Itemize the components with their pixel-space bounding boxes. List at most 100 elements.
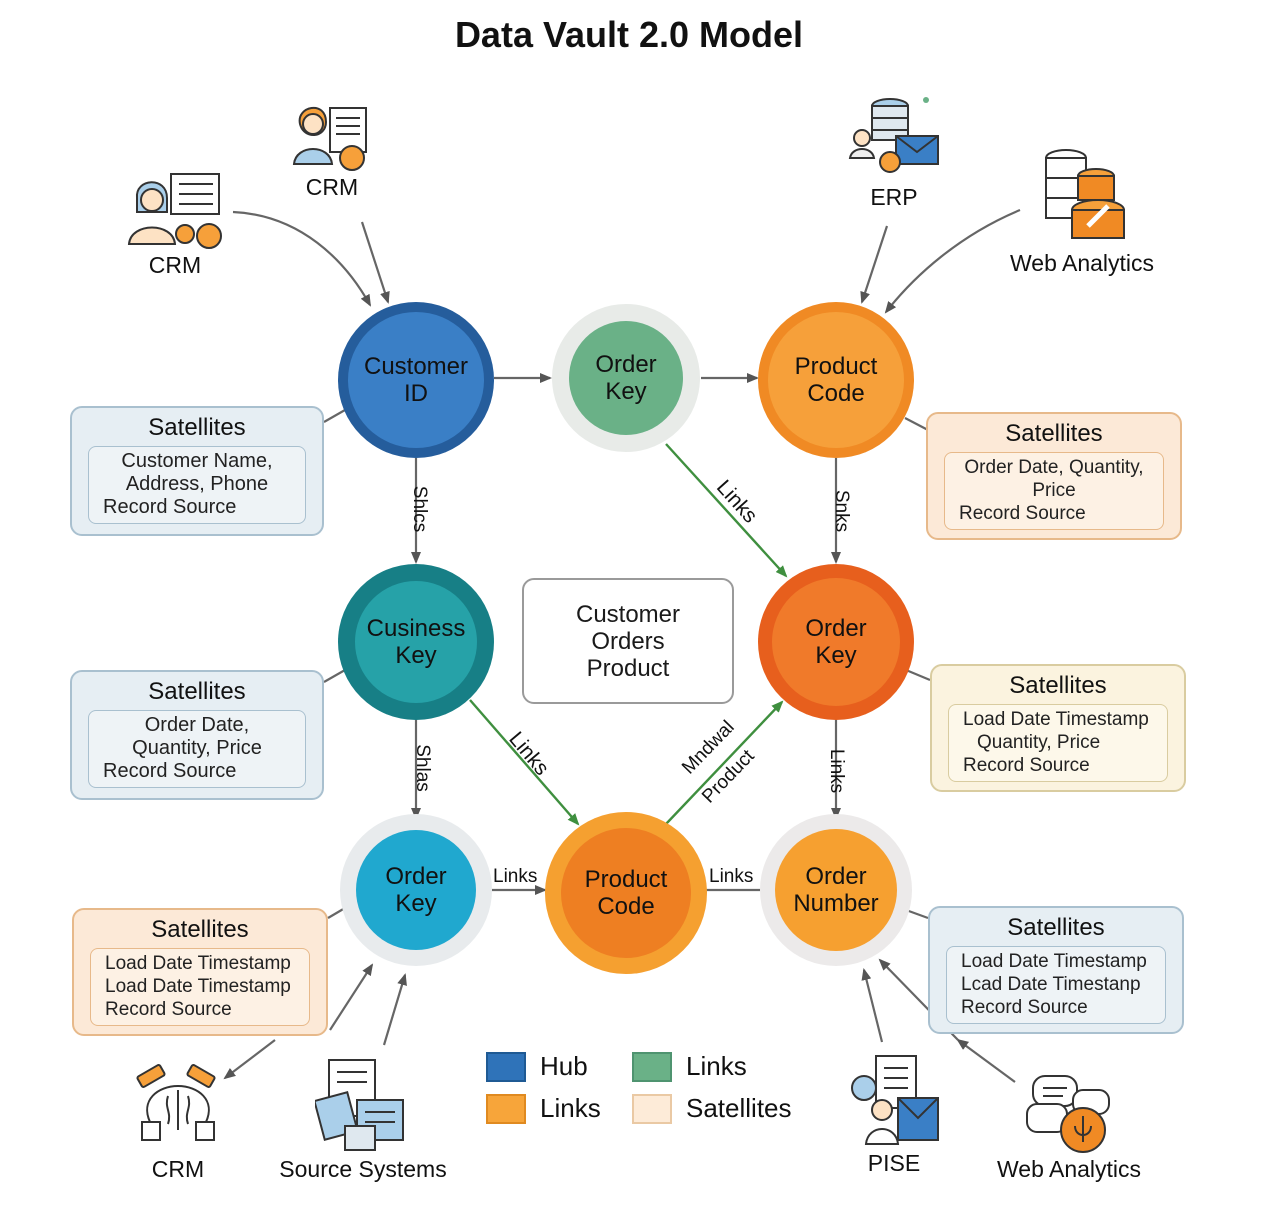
arrow-crm-top-to-customer-id <box>360 221 390 304</box>
legend-label: Links <box>540 1093 601 1123</box>
satellite-line: Load Date Timestamp <box>961 951 1147 972</box>
person-email-icon <box>851 1055 939 1145</box>
arrow-web-analytics-to-product-code <box>884 208 1021 314</box>
hub-product-code-bottom[interactable]: Product Code <box>545 812 707 974</box>
line-sat-mid-left <box>323 669 346 683</box>
source-label: Web Analytics <box>996 1156 1142 1182</box>
person-profile-icon <box>127 173 222 249</box>
arrow-crm-left-to-customer-id <box>232 210 371 307</box>
line-sat-bottom-right <box>905 908 929 920</box>
satellite-line: Record Source <box>105 999 232 1020</box>
source-label: PISE <box>867 1150 921 1176</box>
satellite-bottom-right[interactable]: Satellites Load Date Timestamp Lcad Date… <box>928 906 1184 1034</box>
satellite-line: Load Date Timestamp <box>963 709 1149 730</box>
link-label-right-lower: Links <box>826 748 848 794</box>
line-sat-mid-right <box>905 668 931 682</box>
legend-links-orange: Links <box>486 1093 601 1124</box>
center-box: Customer Orders Product <box>522 578 734 704</box>
arrow-satellite-to-crm-bottom <box>223 1039 276 1080</box>
hub-order-key-top[interactable]: Order Key <box>552 304 700 452</box>
satellite-line: Record Source <box>103 496 237 518</box>
link-label-bottom-right: Links <box>709 866 754 887</box>
source-web-analytics-top[interactable]: Web Analytics <box>996 146 1168 277</box>
hub-product-code-top[interactable]: Product Code <box>758 302 914 458</box>
satellite-line: Record Source <box>103 760 237 782</box>
satellite-line: Record Source <box>959 503 1086 524</box>
legend-swatch <box>632 1051 672 1082</box>
arrow-order-key-to-order-key-mid <box>665 443 788 578</box>
hub-order-key-top-label: Order Key <box>595 351 657 405</box>
line-sat-top-left <box>323 409 346 423</box>
legend-satellites: Satellites <box>632 1093 792 1124</box>
source-erp[interactable]: ERP <box>844 92 944 211</box>
satellite-top-right[interactable]: Satellites Order Date, Quantity, Price R… <box>926 412 1182 540</box>
hub-order-key-bottom-label: Order Key <box>385 863 447 917</box>
satellite-title: Satellites <box>1005 420 1103 447</box>
hub-order-number-label: Order Number <box>793 863 879 917</box>
satellite-line: Quantity, Price <box>977 732 1101 753</box>
satellite-title: Satellites <box>148 678 246 705</box>
source-label: ERP <box>870 184 918 210</box>
page-title: Data Vault 2.0 Model <box>454 14 804 55</box>
satellite-bottom-left[interactable]: Satellites Load Date Timestamp Load Date… <box>72 908 328 1036</box>
hub-product-code-bottom-label: Product Code <box>584 866 668 920</box>
satellite-line: Order Date, <box>144 714 250 736</box>
source-label: Source Systems <box>279 1156 447 1182</box>
arrow-order-number-web-analytics <box>956 1038 1016 1083</box>
hub-customer-id[interactable]: Customer ID <box>338 302 494 458</box>
satellite-line: Load Date Timestamp <box>105 953 291 974</box>
hub-order-number[interactable]: Order Number <box>760 814 912 966</box>
hub-order-key-mid-label: Order Key <box>805 615 867 669</box>
satellite-line: Load Date Timestamp <box>105 976 291 997</box>
legend-hub: Hub <box>486 1051 588 1082</box>
source-label: CRM <box>148 252 202 278</box>
hub-order-key-bottom[interactable]: Order Key <box>340 814 492 966</box>
chat-analytics-icon <box>1026 1075 1110 1153</box>
legend-swatch <box>486 1051 526 1082</box>
source-label: CRM <box>305 174 359 200</box>
satellite-line: Record Source <box>961 997 1088 1018</box>
line-sat-top-right <box>904 417 929 431</box>
satellite-top-left[interactable]: Satellites Customer Name, Address, Phone… <box>70 406 324 536</box>
source-pise[interactable]: PISE <box>842 1052 946 1177</box>
satellite-mid-right[interactable]: Satellites Load Date Timestamp Quantity,… <box>930 664 1186 792</box>
link-label-left-upper: Shlcs <box>409 485 431 533</box>
satellite-line: Order Date, Quantity, <box>964 457 1144 478</box>
link-label-bottom-left: Links <box>493 866 538 887</box>
satellite-title: Satellites <box>151 916 249 943</box>
brain-network-icon <box>136 1064 216 1141</box>
link-label-right-upper: Snks <box>831 489 853 533</box>
hub-product-code-top-label: Product Code <box>794 353 878 407</box>
database-envelope-icon <box>848 97 939 173</box>
arrow-pise-to-order-number <box>861 968 884 1043</box>
legend-label: Hub <box>540 1051 588 1081</box>
satellite-title: Satellites <box>1009 672 1107 699</box>
satellite-line: Lcad Date Timestanp <box>961 974 1141 995</box>
person-document-icon <box>292 106 367 171</box>
legend-label: Satellites <box>686 1093 792 1123</box>
satellite-mid-left[interactable]: Satellites Order Date, Quantity, Price R… <box>70 670 324 800</box>
source-crm-bottom[interactable]: CRM <box>128 1060 228 1183</box>
source-label: CRM <box>151 1156 205 1182</box>
arrow-product-code-to-order-key-mid <box>665 700 784 825</box>
source-crm-left[interactable]: CRM <box>120 168 230 279</box>
legend-links-green: Links <box>632 1051 747 1082</box>
database-cylinder-icon <box>1045 149 1125 239</box>
link-label-left-lower: Shlas <box>411 744 433 792</box>
source-web-analytics-bottom[interactable]: Web Analytics <box>984 1070 1154 1183</box>
satellite-line: Customer Name, <box>121 450 273 472</box>
legend-swatch <box>632 1093 672 1124</box>
legend-label: Links <box>686 1051 747 1081</box>
hub-order-key-mid[interactable]: Order Key <box>758 564 914 720</box>
satellite-line: Record Source <box>963 755 1090 776</box>
source-label: Web Analytics <box>1009 250 1155 276</box>
satellite-line: Quantity, Price <box>132 737 262 759</box>
source-crm-top[interactable]: CRM <box>280 94 384 201</box>
arrow-cusiness-key-to-product-code <box>469 699 580 826</box>
hub-cusiness-key[interactable]: Cusiness Key <box>338 564 494 720</box>
arrow-erp-to-product-code <box>860 225 889 304</box>
source-systems[interactable]: Source Systems <box>278 1056 448 1183</box>
satellite-line: Price <box>1032 480 1076 501</box>
arrow-sources-to-order-key <box>329 963 374 1031</box>
